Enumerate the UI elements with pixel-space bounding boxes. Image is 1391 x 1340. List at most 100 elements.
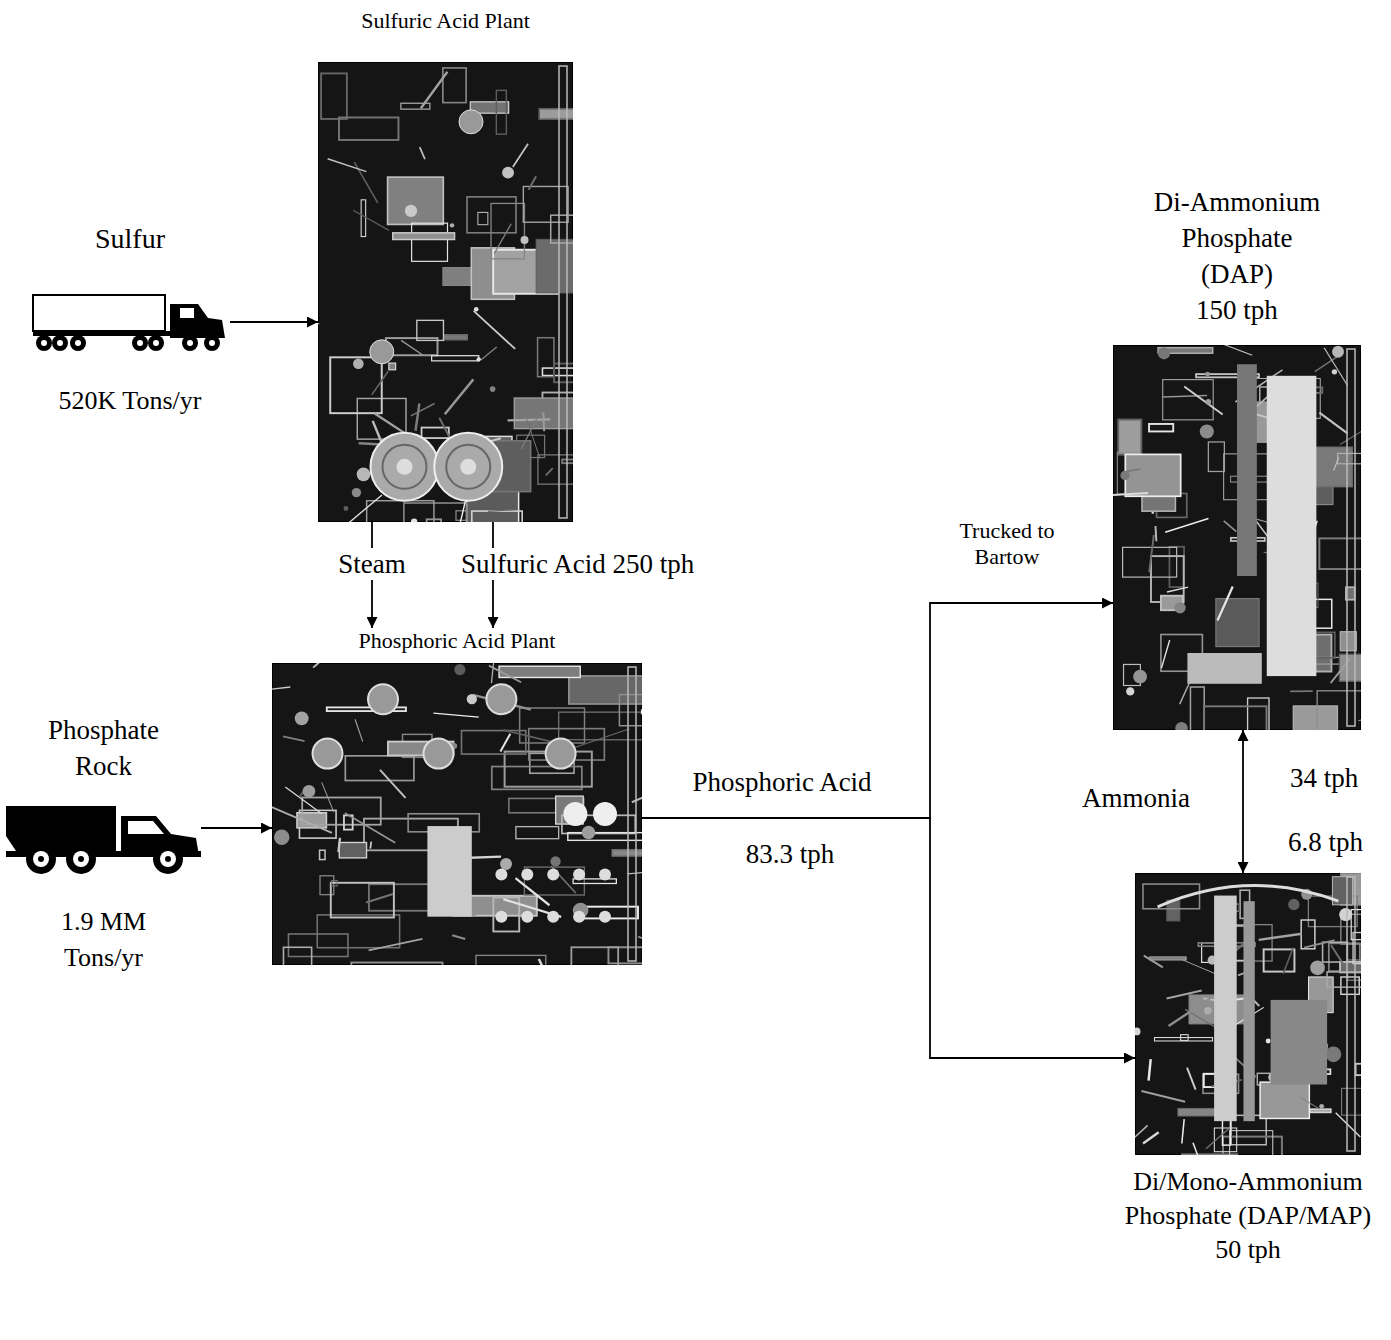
photo-dot xyxy=(582,826,595,839)
filter-building xyxy=(427,826,471,917)
photo-structure xyxy=(1125,454,1180,496)
photo-pipe xyxy=(1180,682,1190,704)
tank-small xyxy=(599,911,611,923)
photo-dot xyxy=(1158,347,1170,359)
photo-structure xyxy=(330,357,382,413)
photo-dot xyxy=(1332,369,1337,374)
photo-dot xyxy=(1120,471,1129,480)
photo-pipe xyxy=(1300,1097,1319,1109)
photo-structure xyxy=(1182,1154,1237,1155)
tank-small xyxy=(573,868,585,880)
photo-structure xyxy=(1341,977,1359,994)
truck-cab xyxy=(170,304,225,338)
photo-pipe xyxy=(411,404,435,416)
photo-structure xyxy=(551,215,573,243)
photo-structure xyxy=(1163,380,1213,420)
photo-pipe xyxy=(491,663,494,683)
photo-pipe xyxy=(366,894,393,903)
reactor-tank xyxy=(368,684,398,714)
photo-structure xyxy=(1143,884,1200,909)
wheel-hub xyxy=(57,340,63,346)
truck-wheel xyxy=(204,335,220,351)
node-subtext: 50 tph xyxy=(1113,1233,1383,1267)
warehouse-roof xyxy=(1214,896,1237,1122)
photo-structure xyxy=(1208,442,1224,472)
photo-pipe xyxy=(1206,1129,1229,1149)
wheel-hub xyxy=(187,340,193,346)
photo-dot xyxy=(454,664,465,675)
photo-pipe xyxy=(627,868,642,874)
photo-dot xyxy=(1326,1046,1342,1062)
truck-wheel xyxy=(70,335,86,351)
photo-pipe xyxy=(1334,458,1339,471)
photo-pipe xyxy=(542,412,545,431)
photo-structure xyxy=(1190,687,1204,730)
photo-pipe xyxy=(488,510,515,512)
tank-small xyxy=(563,802,587,826)
photo-structure xyxy=(1310,1109,1331,1112)
photo-pipe xyxy=(494,224,511,254)
photo-structure xyxy=(523,186,568,222)
photo-road xyxy=(1158,886,1339,907)
photo-structure xyxy=(321,73,347,119)
flow-rate-label: 34 tph xyxy=(1290,762,1358,794)
photo-pipe xyxy=(570,729,629,749)
photo-structure xyxy=(554,364,573,383)
photo-pipe xyxy=(1187,1068,1196,1090)
photo-pipe xyxy=(632,791,642,802)
granulation-building xyxy=(1271,1000,1328,1085)
granulation-building xyxy=(1237,364,1257,576)
photo-road xyxy=(1347,877,1355,1151)
photo-dot xyxy=(1205,399,1211,405)
truck-wheel xyxy=(182,335,198,351)
photo-pipe xyxy=(1331,945,1347,969)
photo-pipe xyxy=(1135,1125,1148,1138)
truck-node: Phosphate Rock1.9 MM Tons/yr xyxy=(6,712,201,976)
photo-structure xyxy=(516,827,559,839)
truck-wheel xyxy=(148,335,164,351)
photo-structure xyxy=(1301,920,1315,949)
photo-pipe xyxy=(283,736,305,741)
photo-dot xyxy=(474,307,479,312)
reactor-tank xyxy=(486,684,516,714)
flow-arrow xyxy=(201,827,272,829)
photo-pipe xyxy=(513,144,528,167)
storage-tank xyxy=(371,433,439,501)
photo-pipe xyxy=(1165,519,1208,533)
photo-pipe xyxy=(369,842,372,849)
photo-pipe xyxy=(1319,413,1347,434)
photo-pipe xyxy=(1290,690,1313,692)
photo-structure xyxy=(444,335,468,340)
photo-structure xyxy=(619,695,642,726)
photo-pipe xyxy=(1167,587,1188,592)
reactor-tank xyxy=(424,739,454,769)
tank-hub xyxy=(460,459,476,475)
photo-structure xyxy=(1356,1064,1361,1075)
photo-structure xyxy=(524,867,584,895)
tank-small xyxy=(547,868,559,880)
flow-label: Trucked to Bartow xyxy=(947,518,1067,571)
wheel-hub xyxy=(153,340,159,346)
photo-structure xyxy=(317,915,399,948)
tank-roof xyxy=(434,433,502,501)
photo-structure xyxy=(569,676,642,704)
shed xyxy=(1187,653,1261,684)
aerial-photo xyxy=(1135,873,1361,1155)
photo-pipe xyxy=(529,176,536,189)
photo-dot xyxy=(352,488,361,497)
photo-structure xyxy=(1351,910,1361,940)
photo-pipe xyxy=(322,782,334,812)
cab-window xyxy=(128,821,164,834)
photo-structure xyxy=(1338,453,1361,463)
flow-label: Sulfuric Acid 250 tph xyxy=(457,548,698,580)
flow-arrow xyxy=(642,603,1113,818)
photo-dot xyxy=(450,223,454,227)
photo-pipe xyxy=(1141,1091,1185,1102)
photo-dot xyxy=(357,468,371,482)
photo-pipe xyxy=(1336,1113,1361,1137)
photo-dot xyxy=(1205,372,1210,377)
photo-structure xyxy=(389,363,396,370)
flow-arrow xyxy=(230,321,318,323)
photo-structure xyxy=(401,103,430,109)
photo-structure xyxy=(538,338,554,377)
